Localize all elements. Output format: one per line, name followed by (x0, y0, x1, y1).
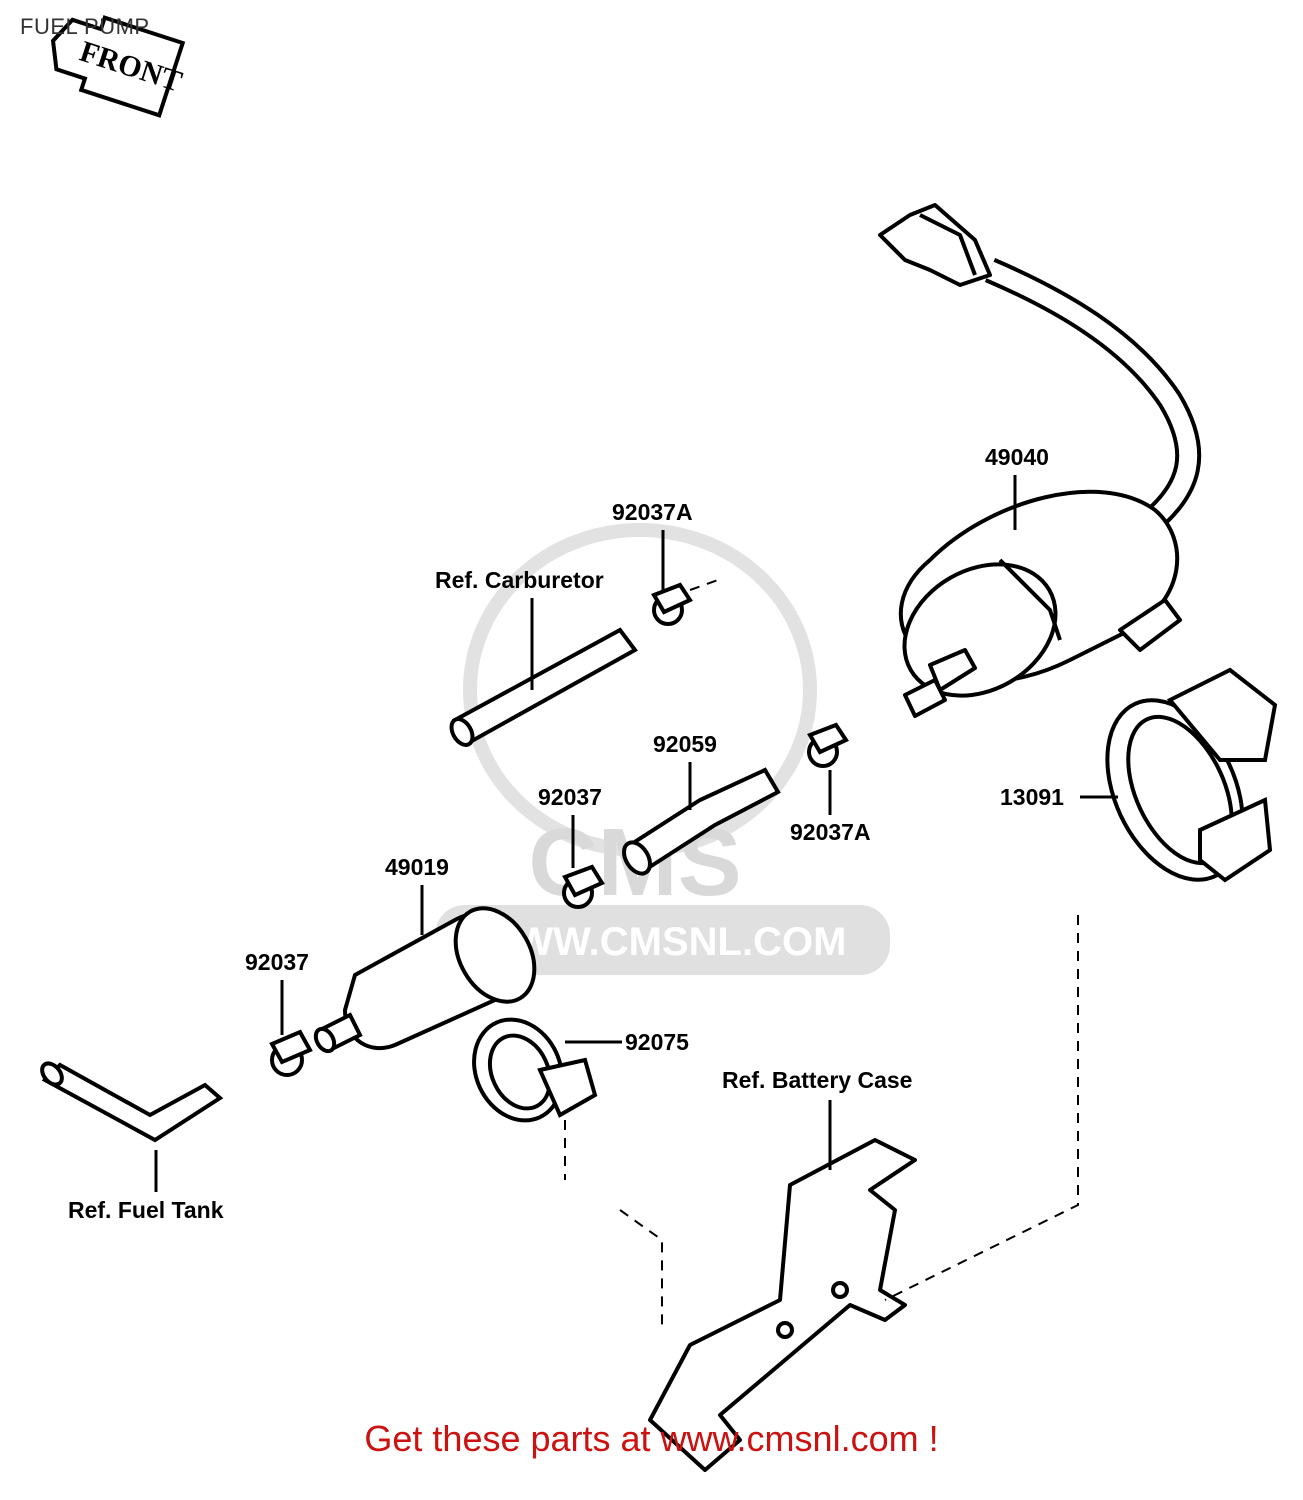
promo-footer-link[interactable]: Get these parts at www.cmsnl.com ! (364, 1418, 939, 1459)
carburetor-hose (449, 627, 638, 747)
callout-92059: 92059 (653, 731, 717, 757)
callout-49040: 49040 (985, 444, 1049, 470)
watermark-url: WWW.CMSNL.COM (478, 920, 847, 964)
clip-92037-mid (562, 864, 605, 909)
fuel-tank-hose (40, 1061, 224, 1143)
fuel-pump-49040 (878, 203, 1202, 718)
callout-92037-mid: 92037 (538, 784, 602, 810)
reference-lines (564, 579, 1079, 1330)
leader-lines (154, 475, 1118, 1192)
callout-92037A-top: 92037A (612, 499, 693, 525)
battery-case-bracket (648, 1138, 917, 1472)
callout-92037-left: 92037 (245, 949, 309, 975)
fuel-filter-49019 (313, 906, 537, 1054)
callout-ref-battery-case: Ref. Battery Case (722, 1067, 912, 1093)
clamp-92075 (472, 1017, 598, 1123)
callout-92075: 92075 (625, 1029, 689, 1055)
clip-92037-left (269, 1029, 313, 1077)
callout-labels: 49040 92037A Ref. Carburetor 92059 92037… (68, 444, 1064, 1223)
page-title: FUEL PUMP (20, 14, 150, 39)
clip-92037A-right (807, 722, 849, 768)
clamp-13091 (1105, 667, 1278, 883)
front-arrow-icon: FRONT (50, 15, 186, 118)
callout-ref-fuel-tank: Ref. Fuel Tank (68, 1197, 224, 1223)
callout-ref-carburetor: Ref. Carburetor (435, 567, 604, 593)
callout-92037A-right: 92037A (790, 819, 871, 845)
clip-92037A-top (651, 582, 693, 626)
callout-49019: 49019 (385, 854, 449, 880)
callout-13091: 13091 (1000, 784, 1064, 810)
hose-92059 (622, 767, 781, 876)
